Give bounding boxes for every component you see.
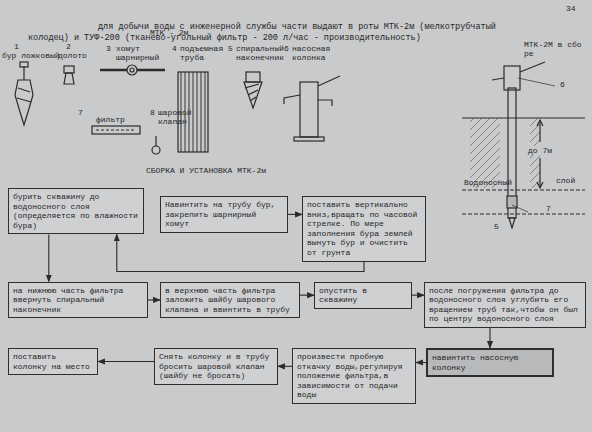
part-label: МТК - 2м [150,28,188,37]
box-text: Снять колонку и в трубу бросить шаровой … [159,352,273,381]
process-box: Навинтить на трубу бур, закрепить шарнир… [160,196,288,233]
flow-arrow [300,295,314,296]
hinge-clamp [100,65,165,75]
part-label: МТК-2М в сбо ре [524,40,584,58]
part-label: насосная колонка [292,44,338,62]
callout-number: 5 [494,222,499,231]
highlight-box: навинтить насосную колонку [426,348,554,377]
pump-column [284,76,340,141]
part-label: шаровой клапан [158,108,198,126]
callout-number: 7 [78,108,83,117]
flow-arrow [412,295,424,296]
filter [92,126,140,134]
box-text: поставить колонку на место [13,352,93,371]
box-text: после погружения фильтра до водоносного … [429,286,581,324]
part-label: до 7м [528,146,552,155]
box-text: опустить в скважину [319,286,407,305]
process-box: произвести пробную откачку воды,регулиру… [292,348,416,404]
box-text: в верхнюю часть фильтра заложить шайбу ш… [165,286,295,315]
part-label: подъемная труба [180,44,230,62]
part-label: спиральный наконечник [236,44,292,62]
flow-arrow [288,214,302,215]
callout-number: 7 [546,204,551,213]
spoon-auger [15,62,33,125]
box-text: на нижнюю часть фильтра ввернуть спираль… [13,286,143,315]
flow-arrow [489,328,490,348]
part-label: слой [556,176,575,185]
flow-arrow [278,366,292,367]
callout-number: 5 [228,44,233,53]
callout-number: 34 [566,4,576,13]
process-box: в верхнюю часть фильтра заложить шайбу ш… [160,282,300,319]
part-label: фильтр [96,115,125,124]
process-box: на нижнюю часть фильтра ввернуть спираль… [8,282,148,319]
flow-arrow [98,361,154,362]
process-box: после погружения фильтра до водоносного … [424,282,586,328]
part-label: бур ложковый [2,51,60,60]
callout-number: 6 [560,80,565,89]
callout-number: 6 [284,44,289,53]
process-box: опустить в скважину [314,282,412,309]
chisel [64,66,74,84]
part-label: Водоносный [464,178,512,187]
box-text: произвести пробную откачку воды,регулиру… [297,352,411,400]
callout-number: 3 [106,44,111,53]
flow-arrow [48,234,49,281]
part-label: долото [58,51,87,60]
part-label: хомут шарнирный [116,44,166,62]
box-text: Навинтить на трубу бур, закрепить шарнир… [165,200,283,229]
part-label: СБОРКА И УСТАНОВКА МТК-2м [146,166,266,175]
box-text: поставить вертикально вниз,вращать по ча… [307,200,421,258]
box-text: навинтить насосную колонку [432,353,548,372]
flow-arrow [416,362,426,363]
assembled-well [462,62,585,228]
box-text: бурить скважину до водоносного слоя (опр… [13,192,139,230]
process-box: бурить скважину до водоносного слоя (опр… [8,188,144,234]
heading: для добычи воды с инженерной службы част… [28,22,498,45]
process-box: поставить вертикально вниз,вращать по ча… [302,196,426,262]
callout-number: 2 [66,42,71,51]
callout-number: 1 [14,42,19,51]
process-box: поставить колонку на место [8,348,98,375]
process-box: Снять колонку и в трубу бросить шаровой … [154,348,278,385]
spiral-tip [244,72,262,108]
callout-number: 8 [150,108,155,117]
callout-number: 4 [172,44,177,53]
flow-arrow [148,299,160,300]
ball-valve [152,136,160,154]
